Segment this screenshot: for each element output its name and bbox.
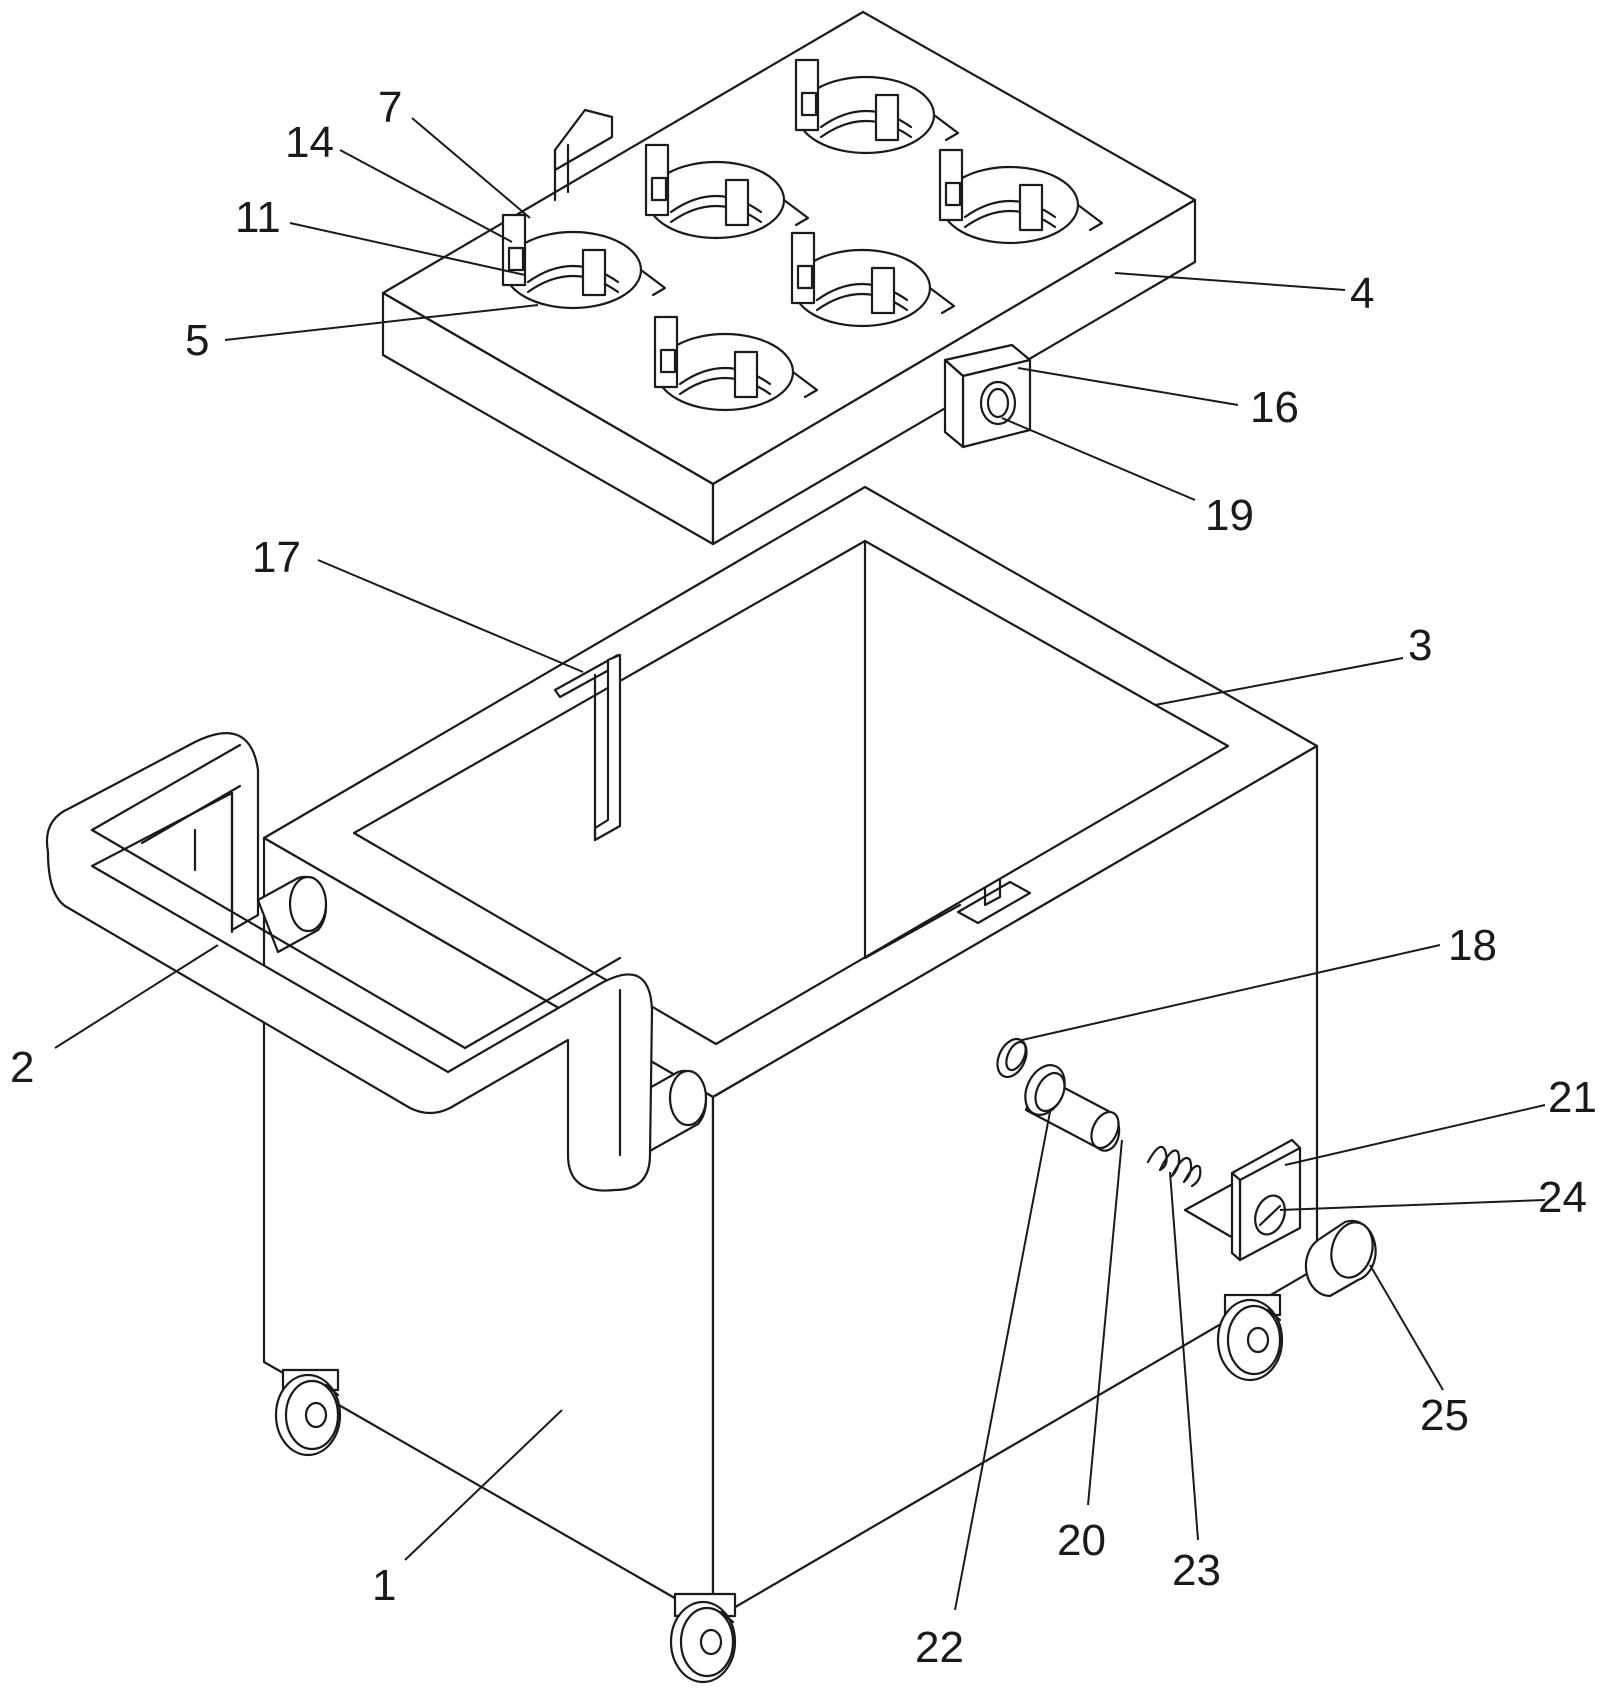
label-19: 19 bbox=[1205, 491, 1254, 540]
label-14: 14 bbox=[285, 118, 334, 167]
hole-6 bbox=[653, 315, 819, 412]
leader-5 bbox=[224, 304, 539, 341]
leader-22 bbox=[954, 1111, 1051, 1611]
leader-3 bbox=[1154, 657, 1404, 706]
box-body bbox=[262, 485, 1319, 1622]
label-18: 18 bbox=[1448, 921, 1497, 970]
label-5: 5 bbox=[185, 316, 209, 365]
label-20: 20 bbox=[1057, 1516, 1106, 1565]
leader-1 bbox=[404, 1409, 563, 1561]
hole-2 bbox=[644, 143, 810, 240]
wheel-front bbox=[669, 1592, 737, 1684]
label-17: 17 bbox=[252, 533, 301, 582]
lid-back-rail bbox=[553, 108, 614, 202]
hole-4 bbox=[501, 213, 667, 310]
leader-16 bbox=[1017, 367, 1239, 406]
label-1: 1 bbox=[372, 1561, 396, 1610]
lid-side-bracket bbox=[943, 343, 1032, 449]
leader-23 bbox=[1169, 1171, 1199, 1541]
spring-23 bbox=[1146, 1145, 1202, 1188]
label-24: 24 bbox=[1538, 1173, 1587, 1222]
lock-parts bbox=[996, 1037, 1202, 1188]
leader-4 bbox=[1114, 272, 1346, 291]
leader-2 bbox=[54, 944, 219, 1049]
hole-5 bbox=[790, 231, 956, 328]
leader-14 bbox=[339, 149, 513, 243]
wheel-back-right bbox=[1216, 1293, 1284, 1382]
knob-25 bbox=[1304, 1219, 1377, 1298]
leader-18 bbox=[1021, 944, 1441, 1041]
leader-17 bbox=[317, 559, 584, 673]
label-23: 23 bbox=[1172, 1546, 1221, 1595]
bracket-21 bbox=[1183, 1138, 1302, 1262]
leader-24 bbox=[1279, 1199, 1546, 1211]
wheel-back-left bbox=[274, 1368, 342, 1457]
leader-11 bbox=[289, 222, 526, 276]
label-2: 2 bbox=[10, 1043, 34, 1092]
labels: 7 14 11 5 4 16 19 17 3 2 18 21 24 25 1 2… bbox=[10, 83, 1597, 1672]
leader-25 bbox=[1369, 1264, 1444, 1391]
box-slot-17 bbox=[553, 653, 622, 842]
label-16: 16 bbox=[1250, 383, 1299, 432]
label-3: 3 bbox=[1408, 621, 1432, 670]
handle bbox=[45, 732, 708, 1192]
hole-1 bbox=[794, 58, 960, 155]
label-4: 4 bbox=[1350, 269, 1374, 318]
label-21: 21 bbox=[1548, 1073, 1597, 1122]
leader-7 bbox=[411, 117, 531, 219]
hole-18 bbox=[996, 1037, 1028, 1079]
leader-19 bbox=[1001, 417, 1196, 501]
hole-3 bbox=[938, 148, 1104, 245]
label-22: 22 bbox=[915, 1623, 964, 1672]
lid-holes bbox=[501, 58, 1104, 412]
leader-20 bbox=[1087, 1139, 1123, 1506]
label-11: 11 bbox=[235, 193, 281, 242]
leader-lines bbox=[54, 117, 1546, 1611]
label-7: 7 bbox=[378, 83, 402, 132]
leader-21 bbox=[1284, 1104, 1546, 1166]
label-25: 25 bbox=[1420, 1391, 1469, 1440]
box-slot-right bbox=[956, 878, 1032, 925]
